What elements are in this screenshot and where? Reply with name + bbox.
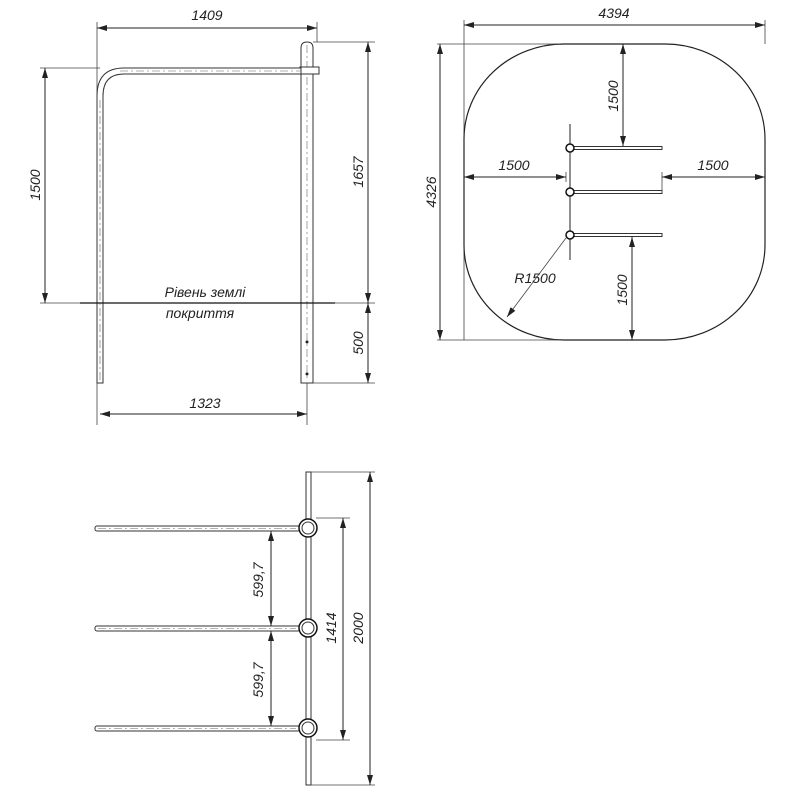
- dim-spacing-2: 599,7: [250, 661, 266, 697]
- ground-label-line2: покриття: [166, 305, 235, 321]
- dim-top-width: 1409: [191, 7, 222, 23]
- dim-height: 4326: [423, 176, 439, 207]
- dim-bar-height: 1500: [27, 169, 43, 200]
- rods: [94, 518, 318, 738]
- dim-right-clearance: 1500: [697, 157, 728, 173]
- radius-leader: [506, 237, 567, 318]
- bolt-hole: [305, 372, 309, 376]
- dim-corner-radius: R1500: [514, 270, 555, 286]
- dim-spacing-1: 599,7: [250, 561, 266, 597]
- bolt-hole: [305, 340, 309, 344]
- dim-top-clearance: 1500: [605, 80, 621, 111]
- dim-left-clearance: 1500: [498, 157, 529, 173]
- dim-width: 4394: [598, 5, 629, 21]
- top-view: 2000 1414 599,7 599,7: [94, 471, 375, 786]
- side-view: 1409 1500 Рівень землі покриття 1657 500…: [27, 7, 375, 425]
- dim-bottom-width: 1323: [189, 395, 220, 411]
- clamp: [299, 66, 320, 75]
- plan-view: 4394 4326 1500 1500 1500 1500 R1500: [423, 5, 766, 341]
- bent-bar: [96, 67, 302, 384]
- dim-beam-length: 2000: [350, 612, 366, 644]
- safety-zone-outline: [463, 43, 766, 341]
- dim-bottom-clearance: 1500: [614, 274, 630, 305]
- dim-rod-span: 1414: [323, 612, 339, 643]
- rods: [565, 143, 663, 240]
- dim-post-height: 1657: [350, 155, 366, 187]
- dim-buried-depth: 500: [350, 331, 366, 355]
- ground-label-line1: Рівень землі: [165, 284, 247, 300]
